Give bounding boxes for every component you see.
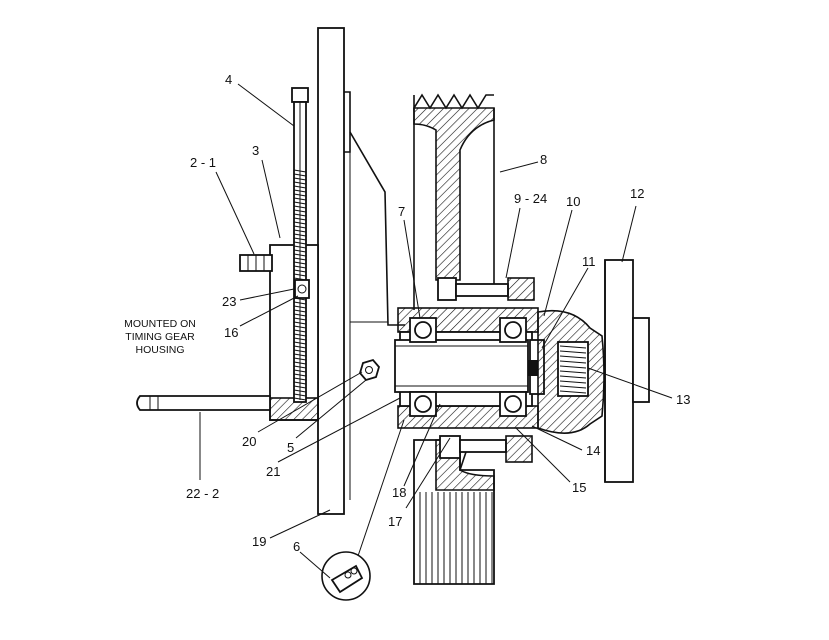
plate-bracket <box>344 91 405 500</box>
callout-11: 11 <box>582 254 596 269</box>
forcing-screw <box>291 87 309 403</box>
mounting-plate <box>317 27 345 515</box>
bearing-housing <box>394 277 545 463</box>
callout-3: 3 <box>252 143 259 158</box>
callout-9-24: 9 - 24 <box>514 191 547 206</box>
callout-22-2: 22 - 2 <box>186 486 219 501</box>
callout-6: 6 <box>293 539 300 554</box>
note-line-3: HOUSING <box>135 344 184 356</box>
stud-upper <box>239 254 273 272</box>
callout-20: 20 <box>242 434 256 449</box>
callout-13: 13 <box>676 392 690 407</box>
nut-washer <box>294 279 310 299</box>
leader-lines <box>199 83 673 579</box>
callout-23: 23 <box>222 294 236 309</box>
callout-7: 7 <box>398 204 405 219</box>
stud-long <box>136 395 271 411</box>
callout-17: 17 <box>388 514 402 529</box>
callout-12: 12 <box>630 186 644 201</box>
callout-16: 16 <box>224 325 238 340</box>
callout-15: 15 <box>572 480 586 495</box>
pulley <box>413 93 495 585</box>
callout-19: 19 <box>252 534 266 549</box>
callout-18: 18 <box>392 485 406 500</box>
callout-10: 10 <box>566 194 580 209</box>
callout-labels: 4 3 2 - 1 23 16 20 5 21 22 - 2 19 6 7 8 … <box>186 72 690 554</box>
callout-4: 4 <box>225 72 232 87</box>
callout-5: 5 <box>287 440 294 455</box>
nut-small <box>358 358 381 382</box>
note-line-2: TIMING GEAR <box>125 331 195 343</box>
detail-6 <box>321 551 371 601</box>
callout-8: 8 <box>540 152 547 167</box>
flange-plate <box>604 259 650 483</box>
mounting-note: MOUNTED ON TIMING GEAR HOUSING <box>124 318 196 356</box>
note-line-1: MOUNTED ON <box>124 318 196 330</box>
callout-21: 21 <box>266 464 280 479</box>
callout-14: 14 <box>586 443 600 458</box>
adapter <box>537 309 605 434</box>
callout-2-1: 2 - 1 <box>190 155 216 170</box>
